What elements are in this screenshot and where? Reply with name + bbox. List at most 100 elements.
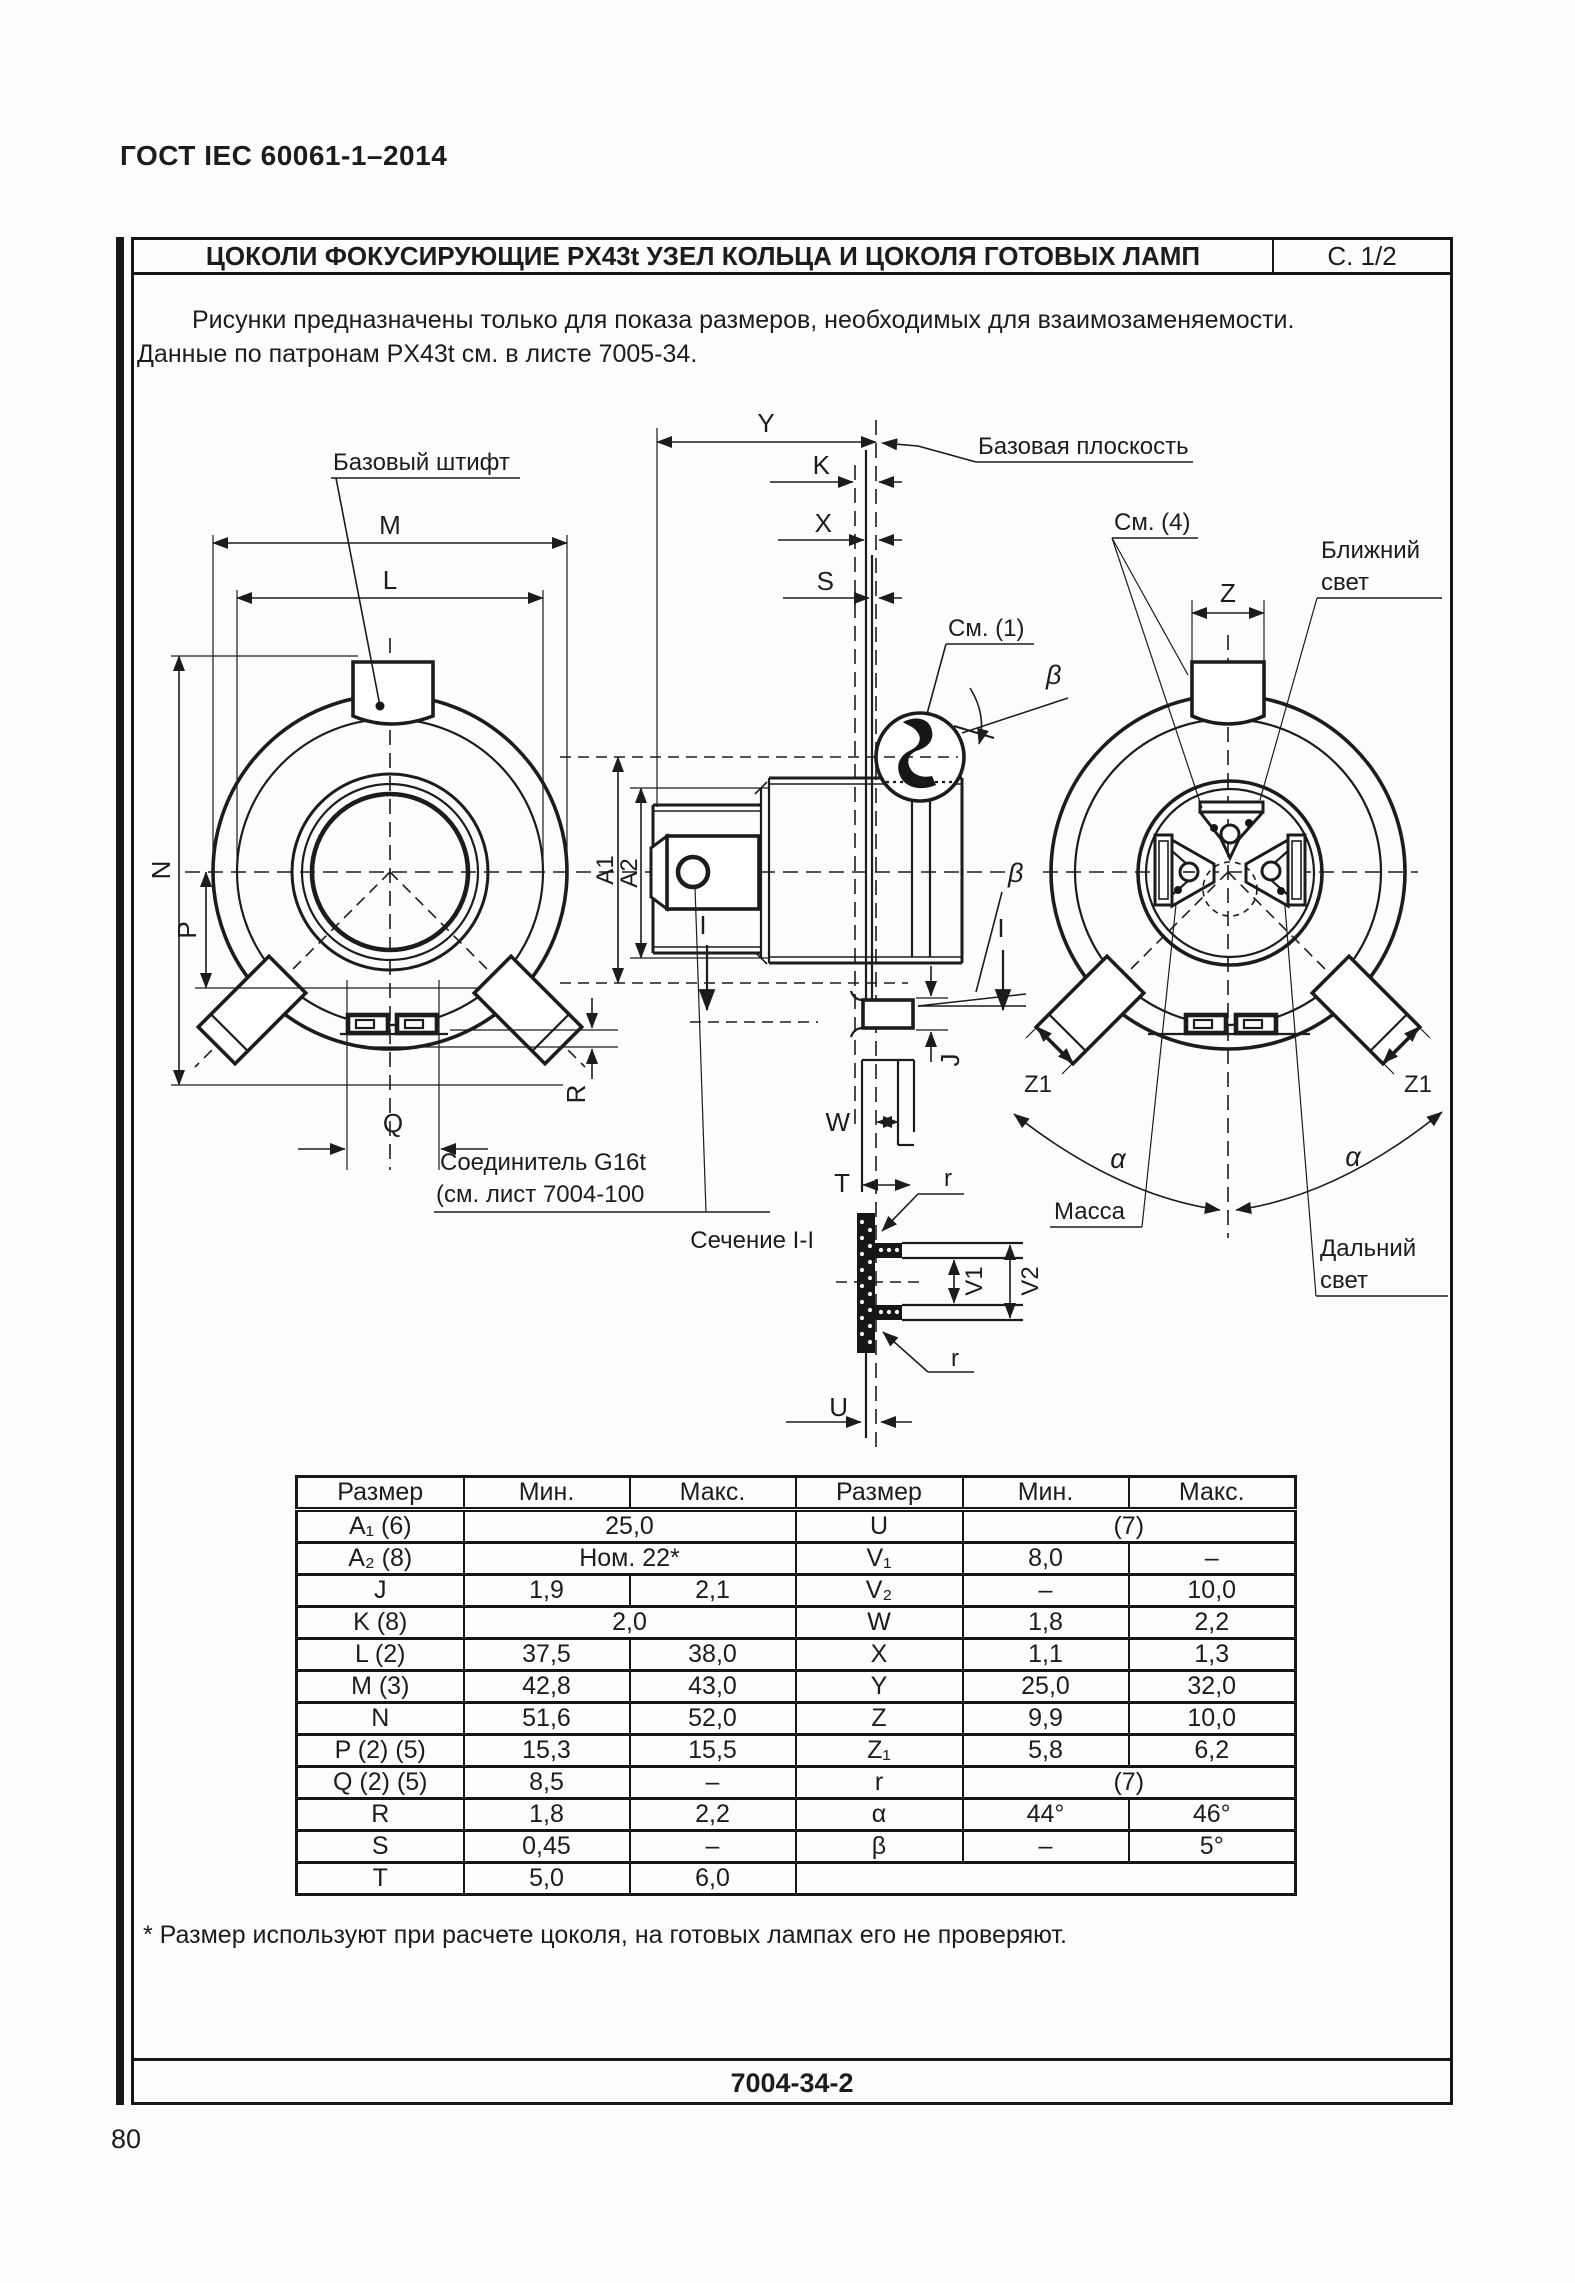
table-header-cell: Макс. [628,1475,797,1512]
table-row: Q (2) (5)8,5–r(7) [295,1765,1297,1800]
dim-label-n: N [146,861,176,880]
table-cell: V₂ [794,1573,964,1608]
rear-tab [1190,660,1266,726]
table-cell: 1,1 [961,1637,1130,1672]
section-detail [836,1213,1023,1438]
callout-section: Сечение I-I [690,1227,814,1254]
callout-see-1: См. (1) [948,615,1025,642]
bottom-contacts [340,1012,448,1036]
front-view-dimensions: M L N P Q R Базовый штифт [146,449,618,1170]
table-cell: 32,0 [1127,1669,1297,1704]
table-cell: Z₁ [794,1733,964,1768]
dim-label-r-top: r [944,1165,952,1192]
dim-label-beta-top: β [1045,660,1061,690]
table-cell: Q (2) (5) [295,1765,465,1800]
side-lug [861,998,915,1030]
table-cell: 10,0 [1127,1573,1297,1608]
page-number: 80 [111,2124,142,2154]
dim-label-m: M [379,510,401,540]
table-cell: 0,45 [462,1829,631,1864]
table-cell: β [794,1829,964,1864]
doc-number: 7004-34-2 [730,2067,854,2098]
table-cell: 44° [961,1797,1130,1832]
dim-label-beta-mid: β [1007,858,1023,888]
callout-see-4: См. (4) [1114,509,1191,536]
table-cell: R [295,1797,465,1832]
dim-label-w: W [825,1107,850,1137]
table-cell: 15,3 [462,1733,631,1768]
table-cell: 10,0 [1127,1701,1297,1736]
callout-connector-1: Соединитель G16t [440,1149,646,1176]
table-cell: α [794,1797,964,1832]
table-cell: – [961,1573,1130,1608]
callout-ground: Масса [1054,1198,1126,1225]
table-cell: 2,2 [1127,1605,1297,1640]
table-header-cell: Размер [295,1475,465,1512]
dim-label-alpha-left: α [1110,1144,1127,1174]
table-cell: 25,0 [961,1669,1130,1704]
dim-label-a1: A1 [592,855,619,884]
intro-line-1: Рисунки предназначены только для показа … [192,306,1295,334]
dim-label-i-right: I [997,913,1004,943]
table-cell: Z [794,1701,964,1736]
table-cell: 6,0 [628,1861,797,1896]
dim-label-s: S [817,566,834,596]
table-cell [794,1861,1297,1896]
rear-bottom-contacts [1148,1012,1310,1036]
dim-label-l: L [383,565,397,595]
doc-number-strip: 7004-34-2 [134,2058,1450,2105]
table-cell: 8,5 [462,1765,631,1800]
table-cell: 43,0 [628,1669,797,1704]
table-cell: 1,3 [1127,1637,1297,1672]
table-cell: 46° [1127,1797,1297,1832]
connector-g16t [649,833,761,912]
table-cell: W [794,1605,964,1640]
table-cell: Y [794,1669,964,1704]
table-cell: r [794,1765,964,1800]
table-header-cell: Мин. [462,1475,631,1512]
dim-label-j: J [935,1054,965,1067]
dim-label-p: P [172,921,202,938]
rear-view [1033,635,1423,1238]
table-cell: J [295,1573,465,1608]
dim-label-r: R [561,1085,591,1104]
sheet-title: ЦОКОЛИ ФОКУСИРУЮЩИЕ PX43t УЗЕЛ КОЛЬЦА И … [205,240,1201,271]
sheet-title-row: ЦОКОЛИ ФОКУСИРУЮЩИЕ PX43t УЗЕЛ КОЛЬЦА И … [134,240,1450,275]
dim-label-x: X [815,508,832,538]
table-header-cell: Мин. [961,1475,1130,1512]
table-cell: 5,0 [462,1861,631,1896]
sheet-page-ref: С. 1/2 [1272,240,1450,272]
table-header-cell: Размер [794,1475,964,1512]
table-cell: 51,6 [462,1701,631,1736]
side-view-dimensions: Y Базовая плоскость K X S A1 A2 См. (1) [434,408,1448,1429]
front-view [185,638,1010,1170]
callout-high-beam-1: Дальний [1320,1235,1416,1262]
table-cell: T [295,1861,465,1896]
dim-label-z: Z [1220,578,1236,608]
table-cell: A₂ (8) [295,1541,465,1576]
rear-view-dimensions: Z См. (4) Ближний свет Z1 Z1 α α [1013,509,1443,1214]
table-cell: P (2) (5) [295,1733,465,1768]
table-cell: 1,8 [462,1797,631,1832]
table-cell: N [295,1701,465,1736]
table-cell: 2,1 [628,1573,797,1608]
dim-label-k: K [813,450,831,480]
dim-label-t: T [834,1168,850,1198]
table-cell: X [794,1637,964,1672]
dim-label-y: Y [757,408,774,438]
table-cell: 37,5 [462,1637,631,1672]
table-cell: 1,8 [961,1605,1130,1640]
binding-bar [116,237,124,2105]
table-cell: (7) [961,1765,1297,1800]
lug-left [195,953,309,1067]
table-cell: U [794,1508,964,1544]
